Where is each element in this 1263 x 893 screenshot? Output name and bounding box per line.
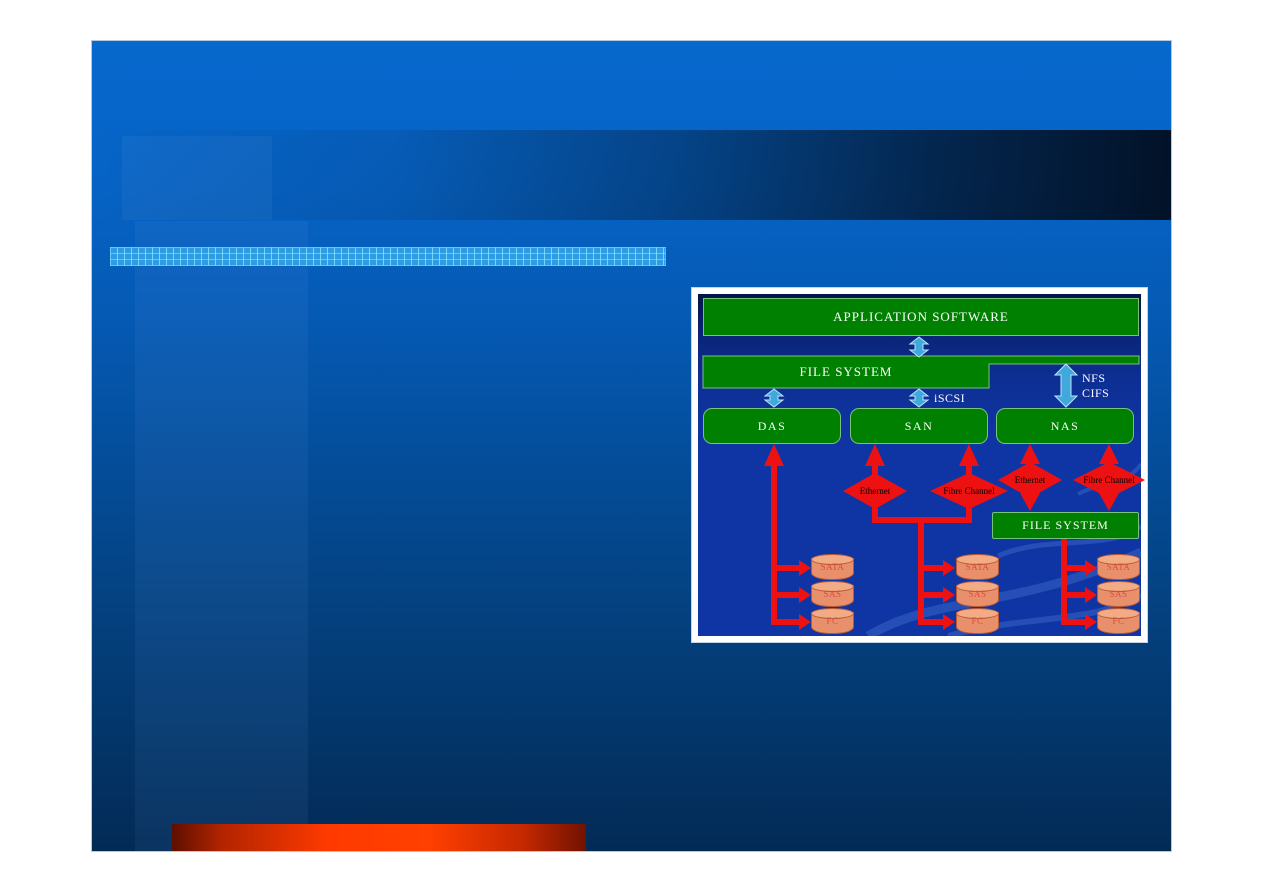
iscsi-label: iSCSI [934, 391, 966, 405]
san-box: SAN [850, 408, 988, 444]
san-ethernet-up-arrowhead-icon [865, 444, 885, 466]
das-up-arrowhead-icon [764, 444, 784, 466]
das-box: DAS [703, 408, 841, 444]
san-sas-arrowhead-icon [943, 587, 955, 603]
disk-label: FC [1112, 616, 1125, 626]
nas-fibre-up-arrowhead-icon [1099, 444, 1119, 464]
nas-ethernet-down-arrowhead-icon [1020, 493, 1040, 511]
nas-sata-disk: SATA [1097, 554, 1140, 581]
fs-to-das-arrow-icon [763, 388, 785, 408]
nas-fc-arrowhead-icon [1085, 614, 1097, 630]
disk-cap-icon [1097, 554, 1140, 565]
fs-to-nas-arrow-icon [1053, 363, 1079, 408]
disk-cap-icon [1097, 581, 1140, 592]
nas-ethernet-up-arrowhead-icon [1020, 444, 1040, 464]
disk-label: SATA [820, 562, 845, 572]
nas-sas-arrowhead-icon [1085, 587, 1097, 603]
san-fc-disk: FC [956, 608, 999, 635]
nas-box: NAS [996, 408, 1134, 444]
disk-cap-icon [811, 608, 854, 619]
disk-label: SAS [823, 589, 842, 599]
nas-file-system-box: FILE SYSTEM [992, 512, 1139, 539]
disk-cap-icon [956, 608, 999, 619]
disk-label: FC [826, 616, 839, 626]
background-column-highlight [135, 221, 308, 851]
slide-canvas: APPLICATION SOFTWARE FILE SYSTEM DAS SAN… [91, 40, 1172, 852]
disk-label: SATA [1106, 562, 1131, 572]
das-sata-arrowhead-icon [799, 560, 811, 576]
grid-texture-bar [110, 247, 666, 266]
san-sata-disk: SATA [956, 554, 999, 581]
nas-sata-arrowhead-icon [1085, 560, 1097, 576]
disk-cap-icon [1097, 608, 1140, 619]
das-sas-arrowhead-icon [799, 587, 811, 603]
nfs-label: NFS [1082, 371, 1106, 385]
san-sata-arrowhead-icon [943, 560, 955, 576]
disk-label: FC [971, 616, 984, 626]
san-fibre-up-arrowhead-icon [959, 444, 979, 466]
band-highlight [122, 136, 272, 220]
disk-cap-icon [956, 581, 999, 592]
disk-cap-icon [811, 554, 854, 565]
disk-label: SATA [965, 562, 990, 572]
das-fc-disk: FC [811, 608, 854, 635]
cyan-arrows [763, 336, 1079, 408]
fs-to-san-arrow-icon [908, 388, 930, 408]
nas-fibre-down-arrowhead-icon [1099, 493, 1119, 511]
das-fc-arrowhead-icon [799, 614, 811, 630]
nas-sas-disk: SAS [1097, 581, 1140, 608]
file-system-step-shape [702, 355, 1140, 389]
application-software-box: APPLICATION SOFTWARE [703, 298, 1139, 336]
bottom-accent-bar [172, 824, 586, 851]
title-band [92, 130, 1171, 220]
disk-cap-icon [811, 581, 854, 592]
disk-label: SAS [1109, 589, 1128, 599]
disk-label: SAS [968, 589, 987, 599]
app-to-fs-arrow-icon [908, 336, 930, 358]
diagram-connectors [702, 336, 1141, 636]
das-sata-disk: SATA [811, 554, 854, 581]
das-sas-disk: SAS [811, 581, 854, 608]
cifs-label: CIFS [1082, 386, 1110, 400]
disk-cap-icon [956, 554, 999, 565]
nas-fc-disk: FC [1097, 608, 1140, 635]
file-system-top-box: FILE SYSTEM [799, 364, 893, 379]
storage-architecture-diagram: APPLICATION SOFTWARE FILE SYSTEM DAS SAN… [691, 287, 1148, 643]
san-fc-arrowhead-icon [943, 614, 955, 630]
san-sas-disk: SAS [956, 581, 999, 608]
